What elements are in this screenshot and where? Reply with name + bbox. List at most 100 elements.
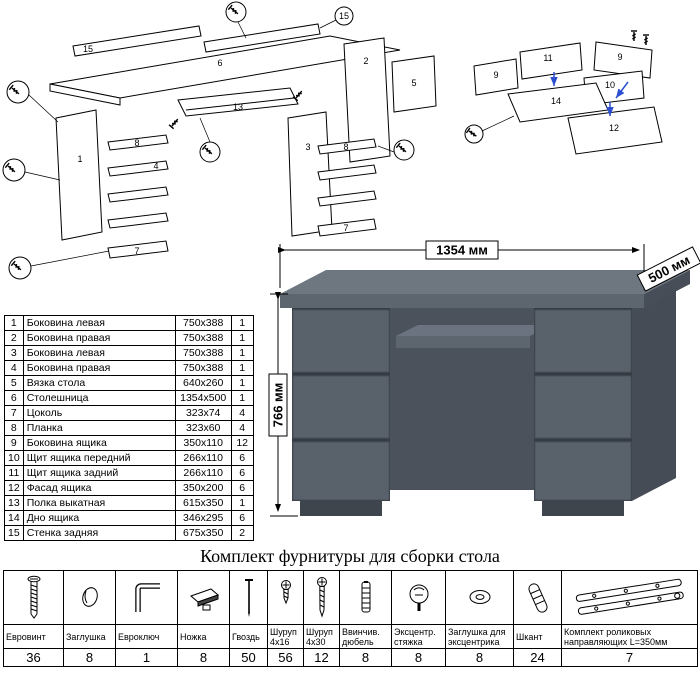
drawer-side-panel-left <box>473 58 519 96</box>
part-size-cell: 323x74 <box>174 405 232 421</box>
part-name-cell: Цоколь <box>22 405 176 421</box>
part-qty-cell: 2 <box>230 525 254 541</box>
part-qty-cell: 1 <box>230 375 254 391</box>
desktop-surface <box>280 270 690 294</box>
part-number-cell: 4 <box>4 360 24 376</box>
part-name-cell: Стенка задняя <box>22 525 176 541</box>
back-panel-right <box>203 23 321 53</box>
part-name-cell: Щит ящика задний <box>22 465 176 481</box>
desktop-front-edge <box>280 294 644 308</box>
drawer-front <box>534 309 632 373</box>
hardware-name-cell: Шуруп 4х30 <box>303 624 340 649</box>
hardware-icon-cell <box>445 570 514 625</box>
desk-parts-lineart <box>49 23 437 259</box>
part-number-cell: 9 <box>4 435 24 451</box>
hardware-qty-cell: 36 <box>3 648 64 667</box>
svg-text:1354 мм: 1354 мм <box>436 243 488 258</box>
part-size-cell: 750x388 <box>174 315 232 331</box>
part-size-cell: 1354x500 <box>174 390 232 406</box>
part-qty-cell: 1 <box>230 390 254 406</box>
part-name-cell: Фасад ящика <box>22 480 176 496</box>
part-name-cell: Щит ящика передний <box>22 450 176 466</box>
height-dimension-label: 766 мм <box>268 373 288 437</box>
part-qty-cell: 6 <box>230 480 254 496</box>
hardware-name-cell: Евровинт <box>3 624 64 649</box>
eccentric-cam-icon <box>409 584 428 611</box>
hardware-name-cell: Шуруп 4х16 <box>267 624 304 649</box>
part-size-cell: 350x110 <box>174 435 232 451</box>
hardware-icon-cell <box>267 570 304 625</box>
hardware-icon-cell <box>115 570 178 625</box>
part-callout-label: 15 <box>339 11 349 21</box>
part-callout-label: 8 <box>134 138 139 148</box>
hardware-qty-cell: 7 <box>561 648 698 667</box>
desk-3d-render: 1354 мм 500 мм 766 мм <box>268 240 700 517</box>
part-number-cell: 11 <box>4 465 24 481</box>
right-plinth <box>542 501 624 516</box>
part-qty-cell: 1 <box>230 360 254 376</box>
cap-icon <box>81 586 98 607</box>
part-callout-label: 6 <box>217 58 222 68</box>
part-size-cell: 350x200 <box>174 480 232 496</box>
part-number-cell: 15 <box>4 525 24 541</box>
drawer-side-panel-right <box>593 41 653 79</box>
part-size-cell: 266x110 <box>174 465 232 481</box>
part-size-cell: 323x60 <box>174 420 232 436</box>
hardware-name-cell: Заглушка для эксцентрика <box>445 624 514 649</box>
keyboard-tray-top <box>396 325 552 336</box>
hardware-qty-cell: 56 <box>267 648 304 667</box>
part-callout-label: 13 <box>233 102 243 112</box>
part-name-cell: Дно ящика <box>22 510 176 526</box>
part-name-cell: Боковина левая <box>22 315 176 331</box>
hardware-qty-cell: 8 <box>177 648 230 667</box>
nail-icon <box>244 578 253 617</box>
part-callout-label: 9 <box>617 52 622 62</box>
hardware-kit-title: Комплект фурнитуры для сборки стола <box>200 546 500 566</box>
svg-text:766 мм: 766 мм <box>271 383 286 428</box>
part-name-cell: Полка выкатная <box>22 495 176 511</box>
hardware-name-cell: Комплект роликовых направляющих L=350мм <box>561 624 698 649</box>
hardware-name-cell: Шкант <box>513 624 562 649</box>
part-qty-cell: 12 <box>230 435 254 451</box>
stretcher-panel <box>391 55 437 113</box>
hardware-qty-cell: 1 <box>115 648 178 667</box>
hardware-icon-cell <box>63 570 116 625</box>
hardware-qty-cell: 12 <box>303 648 340 667</box>
dowel-icon <box>527 582 548 613</box>
drawer-front <box>292 441 390 501</box>
part-name-cell: Боковина левая <box>22 345 176 361</box>
leader-lines <box>24 19 395 267</box>
part-number-cell: 10 <box>4 450 24 466</box>
hardware-icons-row <box>3 570 698 625</box>
roller-slides-icon <box>575 578 684 615</box>
hardware-name-cell: Ввинчив. дюбель <box>339 624 392 649</box>
part-name-cell: Планка <box>22 420 176 436</box>
hardware-names-row: Евровинт Заглушка Евроключ Ножка Гвоздь … <box>3 624 698 649</box>
part-number-cell: 2 <box>4 330 24 346</box>
hardware-icon-cell <box>3 570 64 625</box>
hardware-name-cell: Гвоздь <box>229 624 268 649</box>
hardware-icon-cell <box>513 570 562 625</box>
part-qty-cell: 6 <box>230 465 254 481</box>
part-number-cell: 3 <box>4 345 24 361</box>
hardware-icon-cell <box>339 570 392 625</box>
keyboard-tray-panel <box>177 87 299 117</box>
part-qty-cell: 1 <box>230 495 254 511</box>
part-callout-label: 4 <box>153 161 158 171</box>
screw-4x16-icon <box>280 579 291 604</box>
hardware-qty-cell: 24 <box>513 648 562 667</box>
part-name-cell: Вязка стола <box>22 375 176 391</box>
part-size-cell: 750x388 <box>174 345 232 361</box>
hardware-name-cell: Евроключ <box>115 624 178 649</box>
